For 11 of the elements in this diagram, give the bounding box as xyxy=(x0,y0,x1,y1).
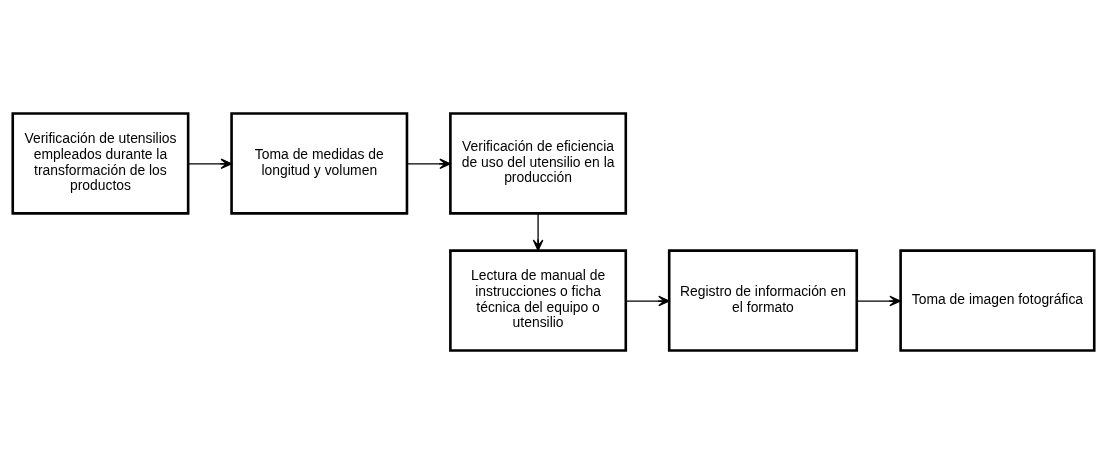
arrow xyxy=(856,295,901,306)
node-box: Toma de medidas de longitud y volumen xyxy=(230,111,409,215)
node-box: Verificación de eficiencia de uso del utensilio en la producción xyxy=(449,111,628,215)
node-box: Registro de información en el formato xyxy=(667,248,859,352)
arrow xyxy=(532,212,544,251)
node-box: Lectura de manual de instrucciones o ficha técnica del equipo o utensilio xyxy=(449,248,628,352)
node-box: Verificación de utensilios empleados durante la transformación de los productos xyxy=(11,111,190,215)
node-box: Toma de imagen fotográfica xyxy=(899,248,1096,352)
arrow xyxy=(406,158,451,169)
arrow xyxy=(187,158,233,169)
arrow xyxy=(625,295,670,306)
